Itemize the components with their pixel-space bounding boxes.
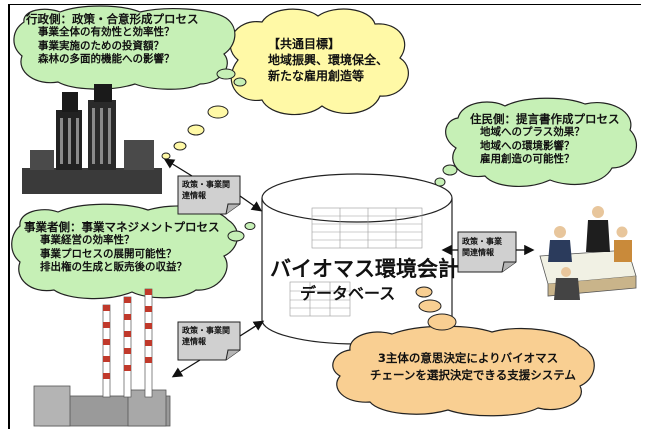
business-line-1: 事業経営の効率性？ xyxy=(40,234,135,247)
business-line-2: 事業プロセスの展開可能性？ xyxy=(40,247,177,260)
bottom-block: 3主体の意思決定によりバイオマス チェーンを選択決定できる支援システム xyxy=(370,350,576,385)
business-block: 事業者側：事業マネジメントプロセス 事業経営の効率性？ 事業プロセスの展開可能性… xyxy=(24,220,220,274)
factory-illustration xyxy=(33,288,171,427)
arrow-to-business xyxy=(171,359,201,378)
note-box-business xyxy=(177,321,241,361)
government-building-illustration xyxy=(22,84,162,194)
business-cloud xyxy=(11,203,256,300)
note-box-residents xyxy=(457,231,517,273)
admin-cloud xyxy=(13,5,247,90)
database-title: バイオマス環境会計 xyxy=(270,257,459,281)
goal-line-1: 地域振興、環境保全、 xyxy=(268,53,389,68)
admin-heading: 行政側：政策・合意形成プロセス xyxy=(26,12,199,26)
goal-block: 【共通目標】 地域振興、環境保全、 新たな雇用創造等 xyxy=(268,36,388,85)
residents-heading: 住民側：提言書作成プロセス xyxy=(470,112,620,126)
residents-line-1: 地域へのプラス効果？ xyxy=(480,126,585,139)
note-box-admin xyxy=(177,175,241,215)
goal-heading: 【共通目標】 xyxy=(268,37,341,51)
residents-line-3: 雇用創造の可能性？ xyxy=(480,152,575,165)
arrow-to-admin xyxy=(163,158,193,177)
spreadsheet-grid xyxy=(289,207,423,317)
residents-block: 住民側：提言書作成プロセス 地域へのプラス効果？ 地域への環境影響？ 雇用創造の… xyxy=(470,112,620,166)
chimneys xyxy=(102,288,153,398)
bottom-cloud xyxy=(332,286,595,417)
business-line-3: 排出権の生成と販売後の収益？ xyxy=(40,260,187,273)
goal-line-2: 新たな雇用創造等 xyxy=(268,69,365,84)
business-heading: 事業者側：事業マネジメントプロセス xyxy=(24,220,220,234)
note-admin: 政策・事業関連情報 xyxy=(182,180,230,200)
bottom-line-1: 3主体の意思決定によりバイオマス xyxy=(377,351,559,365)
database-subtitle: データベース xyxy=(300,284,396,303)
admin-line-3: 森林の多面的機能への影響？ xyxy=(38,52,175,65)
residents-line-2: 地域への環境影響？ xyxy=(480,139,575,152)
arrow-to-database-from-business xyxy=(239,320,265,337)
diagram-frame xyxy=(8,4,641,429)
admin-line-2: 事業実施のための投資額？ xyxy=(38,39,164,52)
flow-arrows xyxy=(163,158,535,378)
residents-cloud xyxy=(434,97,638,187)
meeting-people-illustration xyxy=(539,206,637,300)
note-business: 政策・事業関連情報 xyxy=(182,326,230,346)
database-cylinder xyxy=(261,173,453,345)
bottom-line-2: チェーンを選択決定できる支援システム xyxy=(370,368,576,383)
note-residents: 政策・事業関連情報 xyxy=(462,237,502,257)
goal-cloud xyxy=(161,8,409,160)
admin-block: 行政側：政策・合意形成プロセス 事業全体の有効性と効率性？ 事業実施のための投資… xyxy=(26,12,199,66)
arrow-to-database-from-admin xyxy=(239,195,263,212)
admin-line-1: 事業全体の有効性と効率性？ xyxy=(38,26,175,39)
